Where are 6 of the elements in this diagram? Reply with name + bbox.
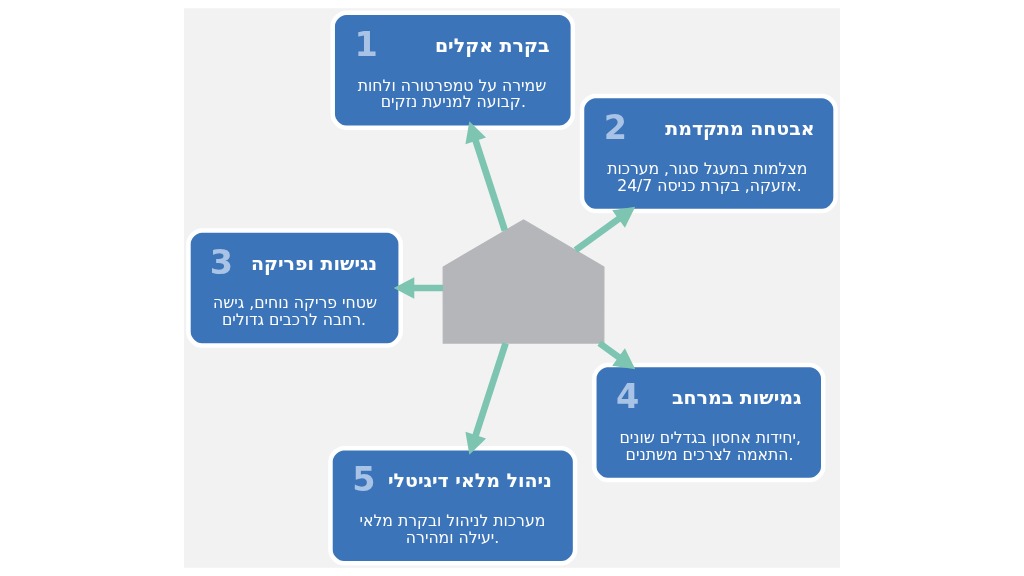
arrow: [465, 342, 509, 455]
arrow: [465, 121, 509, 232]
node-picture: [442, 219, 605, 344]
arrow: [597, 340, 636, 370]
arrow: [573, 206, 636, 253]
arrow: [393, 277, 444, 299]
